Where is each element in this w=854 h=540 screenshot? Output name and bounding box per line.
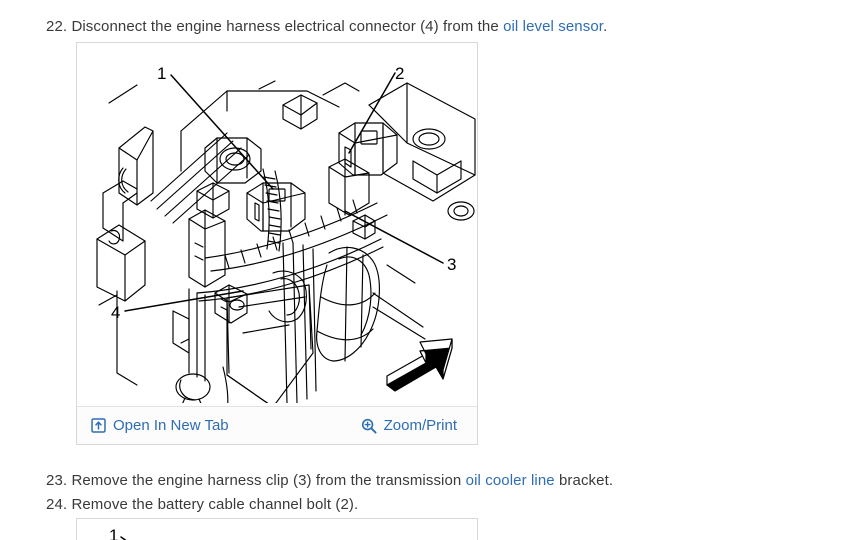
step-23-number: 23. bbox=[46, 472, 68, 489]
figure-panel-1: 1 2 3 4 Open In New Tab bbox=[76, 42, 478, 445]
figure-1-drawing: 1 2 3 4 bbox=[77, 43, 477, 403]
step-22-text-before-link: Disconnect the engine harness electrical… bbox=[71, 18, 504, 35]
leader-line-4 bbox=[124, 290, 244, 312]
zoom-print-button[interactable]: Zoom/Print bbox=[361, 418, 457, 434]
step-23-text-before-link: Remove the engine harness clip (3) from … bbox=[71, 472, 466, 489]
figure-2-drawing: 1 bbox=[77, 519, 477, 540]
callout-2: 2 bbox=[395, 64, 404, 83]
link-oil-cooler-line[interactable]: oil cooler line bbox=[465, 472, 555, 489]
step-23-text-after-link: bracket. bbox=[554, 472, 614, 489]
magnifier-plus-icon bbox=[361, 418, 377, 434]
zoom-print-label: Zoom/Print bbox=[383, 417, 457, 434]
open-in-new-tab-button[interactable]: Open In New Tab bbox=[91, 418, 229, 433]
engine-line-drawing-2-svg: 1 bbox=[77, 519, 477, 540]
callout-1: 1 bbox=[157, 64, 166, 83]
leader-line-2 bbox=[348, 72, 396, 154]
step-22-number: 22. bbox=[46, 18, 68, 35]
callout-3: 3 bbox=[447, 255, 456, 274]
figure-panel-2: 1 Open In New Tab bbox=[76, 518, 478, 540]
step-24-number: 24. bbox=[46, 496, 68, 513]
open-in-new-tab-icon bbox=[91, 418, 106, 433]
callout-fig2-1: 1 bbox=[109, 526, 118, 540]
leader-line-1 bbox=[170, 74, 274, 190]
engine-line-drawing-svg: 1 2 3 4 bbox=[77, 43, 477, 403]
step-24: 24. Remove the battery cable channel bol… bbox=[46, 495, 358, 514]
link-oil-level-sensor[interactable]: oil level sensor bbox=[503, 18, 604, 35]
step-22-text-after-link: . bbox=[603, 18, 608, 35]
open-in-new-tab-label: Open In New Tab bbox=[113, 417, 229, 434]
step-24-text: Remove the battery cable channel bolt (2… bbox=[71, 496, 359, 513]
direction-arrow-icon bbox=[386, 338, 453, 392]
figure-1-toolbar: Open In New Tab Zoom/Print bbox=[77, 406, 477, 444]
step-22: 22. Disconnect the engine harness electr… bbox=[46, 17, 607, 36]
step-23: 23. Remove the engine harness clip (3) f… bbox=[46, 471, 613, 490]
callout-4: 4 bbox=[111, 303, 120, 322]
leader-line-3 bbox=[344, 210, 444, 264]
